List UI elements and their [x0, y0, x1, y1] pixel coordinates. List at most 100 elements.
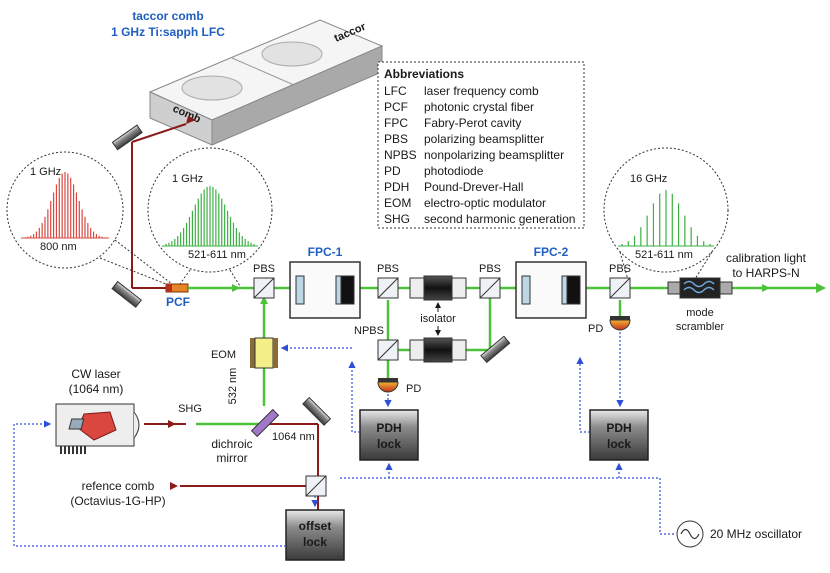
green1-spacing-label: 1 GHz: [172, 173, 203, 185]
isolator-bottom: [409, 337, 467, 363]
dichroic-label-1: dichroic: [211, 437, 252, 451]
cw-laser-label-1: CW laser: [71, 367, 120, 381]
red-beam-arrow: [186, 116, 196, 124]
abbreviation-key: LFC: [384, 84, 407, 98]
mirror-right: [480, 335, 511, 364]
abbreviation-key: NPBS: [384, 148, 417, 162]
shg-crystal: [68, 418, 85, 430]
pbs-cube-1: [253, 277, 275, 299]
pbs-cube-4: [609, 277, 631, 299]
abbreviation-definition: Pound-Drever-Hall: [424, 180, 523, 194]
green-arrow-1: [232, 284, 240, 292]
isolator-top: [409, 275, 467, 301]
abbreviation-key: PD: [384, 164, 401, 178]
reference-comb-label-2: (Octavius-1G-HP): [70, 494, 165, 508]
abbreviation-definition: photonic crystal fiber: [424, 100, 534, 114]
heatsink-fin: [80, 446, 82, 454]
fpc-1-label: FPC-1: [308, 245, 343, 259]
pdh-lock-1-label-2: lock: [377, 437, 401, 451]
dichroic-label-2: mirror: [216, 451, 247, 465]
pbs-cube-2: [377, 277, 399, 299]
mirror-bottom: [111, 280, 142, 308]
abbreviation-key: PDH: [384, 180, 409, 194]
heatsink-fin: [68, 446, 70, 454]
offset-lock-label-1: offset: [299, 519, 332, 533]
pdh-lock-2-label-2: lock: [607, 437, 631, 451]
heatsink-fin: [72, 446, 74, 454]
red-spacing-label: 1 GHz: [30, 166, 61, 178]
pd-label-2: PD: [588, 323, 603, 335]
red-beam-path: [131, 123, 187, 289]
eom-label: EOM: [211, 349, 236, 361]
abbreviation-definition: laser frequency comb: [424, 84, 539, 98]
abbreviation-key: PBS: [384, 132, 408, 146]
pbs-cube-3: [479, 277, 501, 299]
pd-label-1: PD: [406, 383, 421, 395]
abbreviation-key: SHG: [384, 212, 410, 226]
red-center-label: 800 nm: [40, 241, 77, 253]
spectrum-red-circle: 1 GHz 800 nm: [6, 151, 173, 285]
green-arrow-out: [816, 283, 826, 293]
cw-laser-label-2: (1064 nm): [69, 382, 124, 396]
isolator-label: isolator: [420, 313, 456, 325]
pbs-label-4: PBS: [609, 263, 631, 275]
offset-lock-label-2: lock: [303, 535, 327, 549]
npbs-cube: [377, 339, 399, 361]
abbreviation-definition: second harmonic generation: [424, 212, 575, 226]
fpc-2-label: FPC-2: [534, 245, 569, 259]
abbreviation-definition: electro-optic modulator: [424, 196, 546, 210]
pdh-lock-box-2: [589, 409, 649, 461]
mode-scrambler-label-1: mode: [686, 307, 714, 319]
pdh-lock-box-1: [359, 409, 419, 461]
green1-range-label: 521-611 nm: [188, 249, 246, 261]
oscillator-label: 20 MHz oscillator: [710, 527, 802, 541]
spectrum-green-circle-1: 1 GHz 521-611 nm: [147, 147, 273, 287]
mode-scrambler-label-2: scrambler: [676, 321, 725, 333]
abbreviations-box: Abbreviations LFC laser frequency combPCF…: [377, 61, 585, 229]
mode-scrambler: [667, 277, 733, 299]
shg-label: SHG: [178, 403, 202, 415]
mirror-top: [111, 124, 143, 151]
eom-modulator: [250, 337, 278, 369]
oscillator-icon: [676, 520, 704, 548]
532nm-label: 532 nm: [227, 368, 239, 405]
calibration-label-2: to HARPS-N: [732, 266, 799, 280]
pcf-label: PCF: [166, 295, 190, 309]
heatsink-fin: [76, 446, 78, 454]
spectrum-green-circle-2: 16 GHz 521-611 nm: [603, 147, 729, 288]
pbs-label-1: PBS: [253, 263, 275, 275]
photodiode-1: [377, 378, 399, 393]
fpc-1-cavity: [289, 261, 361, 319]
dichroic-mirror: [250, 408, 280, 438]
1064nm-label: 1064 nm: [272, 431, 315, 443]
comb-title: taccor comb: [132, 9, 203, 23]
pbs-label-3: PBS: [479, 263, 501, 275]
comb-subtitle: 1 GHz Ti:sapph LFC: [111, 25, 225, 39]
green2-spacing-label: 16 GHz: [630, 173, 667, 185]
reference-comb-label-1: refence comb: [82, 479, 155, 493]
pdh-lock-1-label-1: PDH: [376, 421, 401, 435]
green-arrow-up: [260, 296, 268, 304]
abbreviation-key: EOM: [384, 196, 411, 210]
abbreviation-definition: photodiode: [424, 164, 484, 178]
calibration-label-1: calibration light: [726, 251, 807, 265]
cw-laser: [55, 403, 140, 454]
green2-range-label: 521-611 nm: [635, 249, 693, 261]
heatsink-fin: [64, 446, 66, 454]
offset-lock-box: [285, 509, 345, 561]
abbreviation-definition: Fabry-Perot cavity: [424, 116, 521, 130]
abbreviation-key: PCF: [384, 100, 408, 114]
heatsink-fin: [84, 446, 86, 454]
abbreviation-definition: polarizing beamsplitter: [424, 132, 544, 146]
pbs-label-2: PBS: [377, 263, 399, 275]
photodiode-2: [609, 316, 631, 331]
abbreviations-title: Abbreviations: [384, 67, 464, 81]
abbreviation-key: FPC: [384, 116, 408, 130]
heatsink-fin: [60, 446, 62, 454]
mirror-cw: [302, 396, 332, 426]
npbs-label: NPBS: [354, 325, 384, 337]
pdh-lock-2-label-1: PDH: [606, 421, 631, 435]
abbreviation-definition: nonpolarizing beamsplitter: [424, 148, 564, 162]
